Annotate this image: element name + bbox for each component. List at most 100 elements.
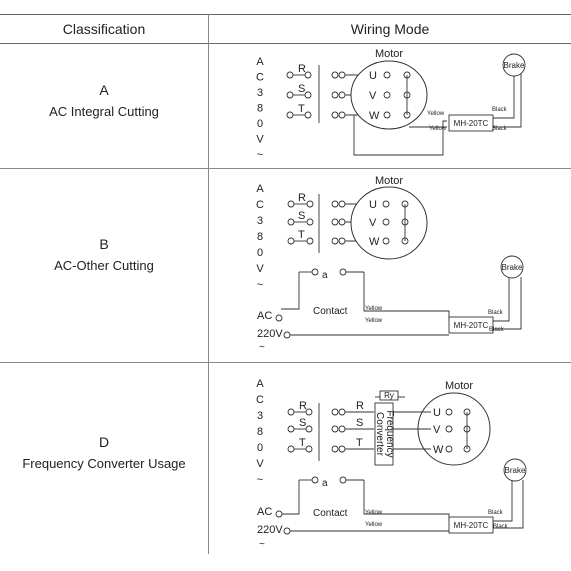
rectifier-box (448, 114, 494, 132)
terminal (306, 237, 314, 245)
terminal (287, 200, 295, 208)
motor-terminal (445, 445, 453, 453)
rectifier-label: MH-20TC (454, 321, 489, 330)
wire (493, 277, 510, 322)
motor-terminal (445, 425, 453, 433)
converter-input-label: S (356, 417, 363, 429)
motor-terminal (445, 408, 453, 416)
contact-terminal (311, 476, 319, 484)
phase-label: R (298, 63, 306, 75)
terminal (338, 408, 346, 416)
terminal (331, 218, 339, 226)
supply-label: 8 (257, 231, 263, 243)
supply-label: C (256, 394, 264, 406)
terminal (338, 71, 346, 79)
converter-label: Converter (374, 412, 385, 457)
contact-terminal (339, 268, 347, 276)
motor-phase-label: W (433, 444, 444, 456)
row-a-classification: A AC Integral Cutting (0, 82, 208, 119)
supply-label: V (256, 263, 264, 275)
motor-phase-label: W (369, 236, 380, 248)
supply-label: A (256, 378, 264, 390)
terminal (331, 425, 339, 433)
brake-circle (503, 458, 527, 482)
supply-label: V (256, 458, 264, 470)
supply-label: A (256, 56, 264, 68)
ac-label: AC (257, 310, 272, 322)
terminal (287, 425, 295, 433)
terminal (338, 237, 346, 245)
wire (353, 115, 447, 156)
terminal (275, 510, 283, 518)
supply-label: 3 (257, 87, 263, 99)
terminal (305, 408, 313, 416)
phase-label: R (299, 400, 307, 412)
supply-label: 8 (257, 426, 263, 438)
row-divider (0, 168, 571, 169)
converter-box (374, 402, 394, 466)
converter-input-label: R (356, 400, 364, 412)
column-divider (208, 14, 209, 554)
wire (493, 480, 513, 522)
terminal (331, 71, 339, 79)
terminal (338, 425, 346, 433)
tilde-label: ~ (259, 342, 265, 353)
rectifier-label: MH-20TC (454, 521, 489, 530)
table-header: Classification Wiring Mode (0, 14, 571, 44)
contact-label: Contact (313, 508, 348, 519)
wire (281, 272, 300, 310)
terminal (338, 111, 346, 119)
brake-circle (500, 255, 524, 279)
terminal (331, 91, 339, 99)
contact-terminal (339, 476, 347, 484)
terminal (287, 408, 295, 416)
row-letter: B (99, 236, 109, 252)
rectifier-box (448, 516, 494, 534)
motor-phase-label: W (369, 110, 380, 122)
terminal (305, 445, 313, 453)
terminal (286, 91, 294, 99)
terminal (338, 218, 346, 226)
black-label: Black (488, 510, 504, 516)
motor-label: Motor (375, 175, 403, 187)
motor-terminal (382, 218, 390, 226)
supply-label: A (256, 183, 264, 195)
terminal (331, 408, 339, 416)
wire (493, 73, 522, 128)
brake-label: Brake (502, 263, 523, 272)
terminal (287, 237, 295, 245)
phase-label: T (298, 229, 305, 241)
brake-label: Brake (504, 61, 525, 70)
phase-label: T (298, 103, 305, 115)
contact-letter: a (322, 478, 328, 489)
motor-label: Motor (445, 380, 473, 392)
motor-phase-label: U (369, 199, 377, 211)
terminal (305, 425, 313, 433)
wire (493, 73, 515, 119)
wire (493, 277, 522, 330)
terminal (275, 314, 283, 322)
row-title: AC Integral Cutting (49, 104, 159, 119)
motor-phase-label: U (433, 407, 441, 419)
yellow-label: Yellow (365, 510, 383, 516)
v220-label: 220V (257, 328, 283, 340)
terminal (338, 91, 346, 99)
yellow-label: Yellow (429, 126, 447, 132)
phase-label: S (299, 417, 306, 429)
brake-label: Brake (505, 466, 526, 475)
motor-label: Motor (375, 48, 403, 60)
supply-label: 8 (257, 103, 263, 115)
row-letter: A (99, 82, 109, 98)
phase-label: S (298, 83, 305, 95)
wire (281, 480, 300, 515)
row-b-classification: B AC-Other Cutting (0, 236, 208, 273)
terminal (287, 445, 295, 453)
brake-circle (502, 53, 526, 77)
black-label: Black (492, 107, 508, 113)
supply-label: 0 (257, 442, 263, 454)
motor-terminal (383, 111, 391, 119)
supply-label: ~ (257, 474, 263, 486)
rectifier-label: MH-20TC (454, 119, 489, 128)
contact-terminal (311, 268, 319, 276)
